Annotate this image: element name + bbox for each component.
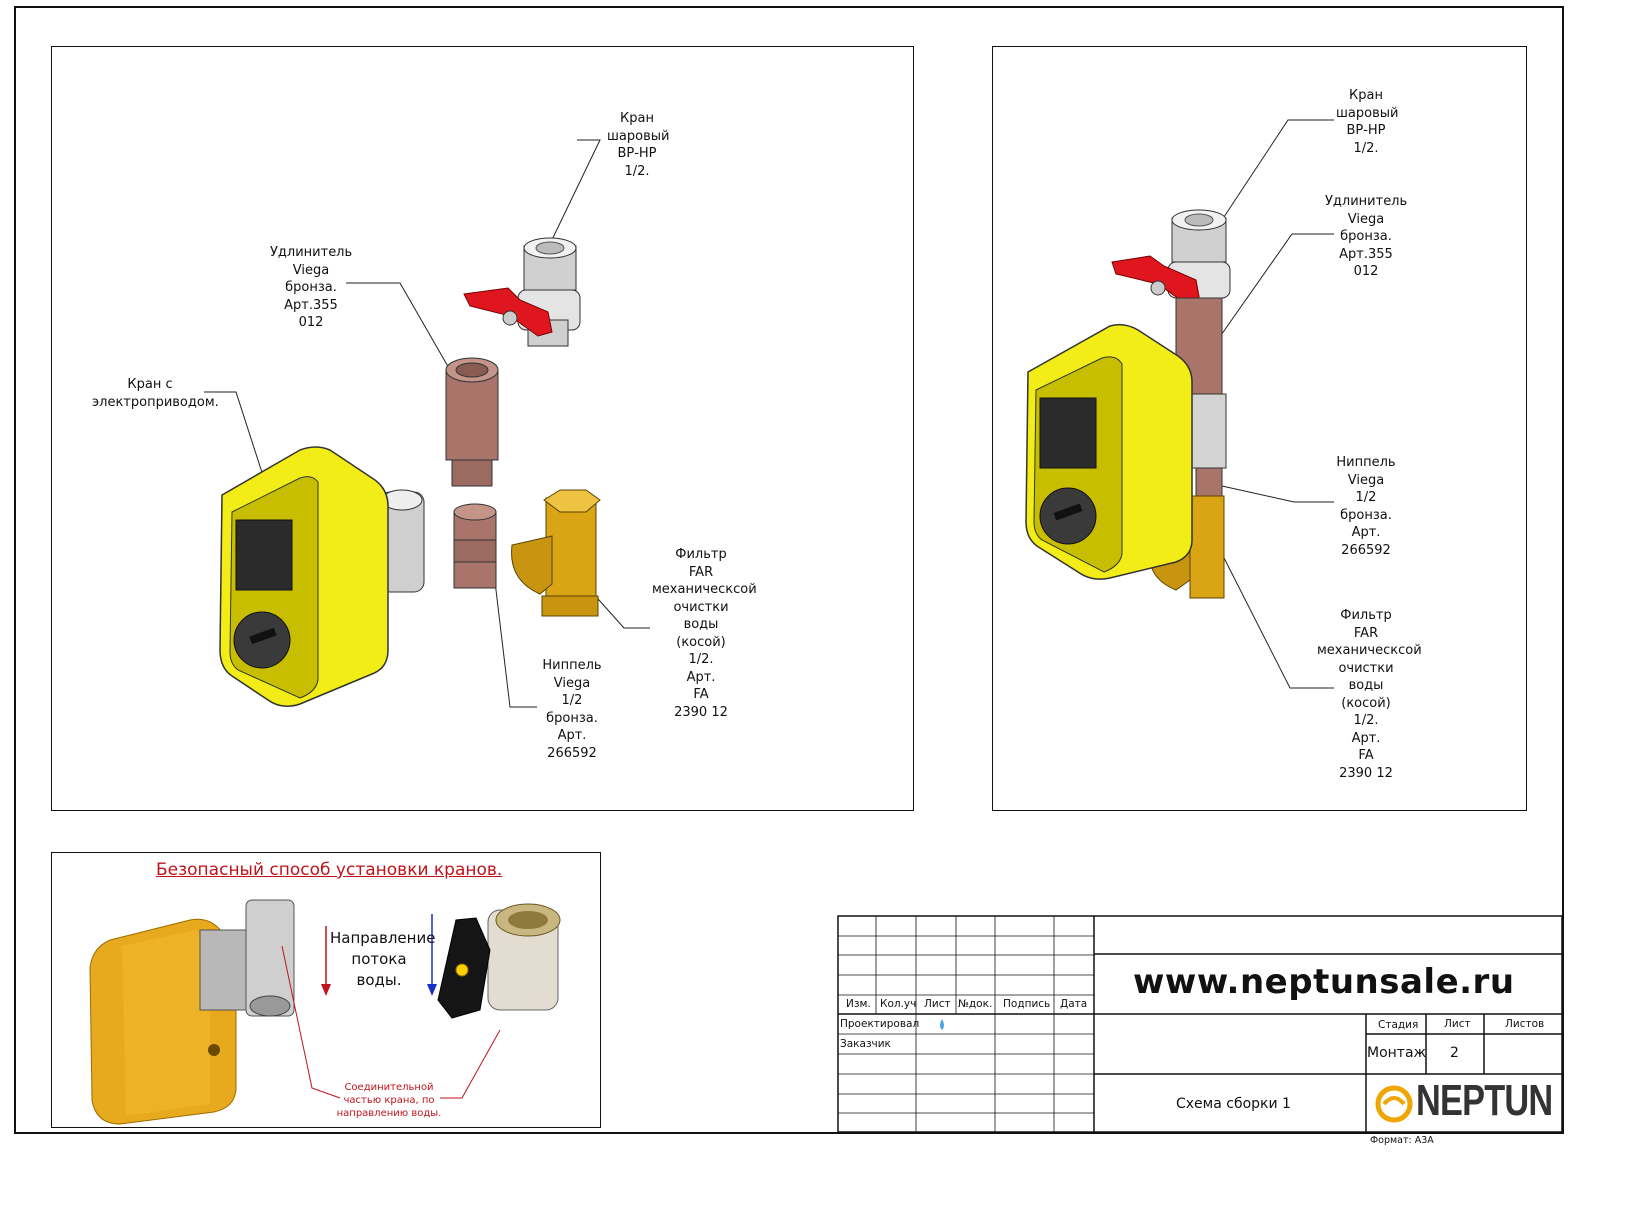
insert-title: Безопасный способ установки кранов.: [156, 860, 503, 880]
tb-header-kol: Кол.уч: [880, 998, 917, 1010]
tb-sheet-header: Лист: [1444, 1018, 1471, 1030]
insert-frame: [51, 852, 601, 1128]
tb-stage-header: Стадия: [1378, 1019, 1419, 1031]
tb-row-designed: Проектировал: [840, 1018, 920, 1030]
tb-header-list: Лист: [924, 998, 951, 1010]
tb-header-ndoc: №док.: [958, 998, 993, 1010]
website-url: www.neptunsale.ru: [1133, 962, 1515, 1002]
format-label: Формат: А3А: [1370, 1135, 1434, 1146]
tb-header-izm: Изм.: [846, 998, 871, 1010]
tb-header-data: Дата: [1060, 998, 1088, 1010]
left-view-frame: [51, 46, 914, 811]
right-view-frame: [992, 46, 1527, 811]
tb-sheet-value: 2: [1450, 1045, 1459, 1061]
neptun-logo-text: NEPTUN: [1416, 1076, 1553, 1125]
drawing-name: Схема сборки 1: [1176, 1096, 1291, 1112]
tb-row-customer: Заказчик: [840, 1038, 891, 1050]
tb-sheets-header: Листов: [1505, 1018, 1545, 1030]
tb-stage-value: Монтаж: [1367, 1045, 1427, 1061]
sheet-border: [14, 6, 1564, 1134]
tb-header-podpis: Подпись: [1003, 998, 1051, 1010]
